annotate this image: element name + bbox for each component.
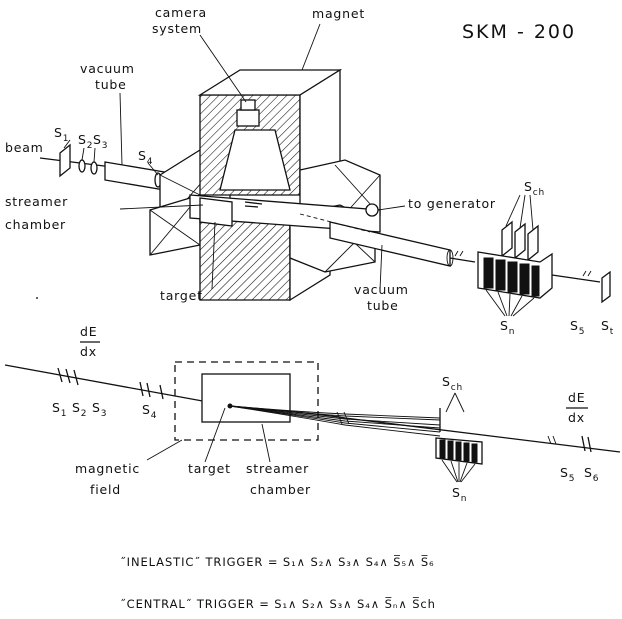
label-top-target: target — [160, 288, 203, 303]
counter-s2-disc — [78, 159, 86, 173]
cherenkov-plate-2 — [514, 222, 526, 260]
counter-s3-disc — [90, 161, 98, 175]
label-top-sch: Sch — [524, 179, 545, 198]
label-beam: beam — [5, 140, 44, 155]
label-top-st: St — [601, 318, 614, 337]
schematic-neutron-stack — [435, 437, 483, 465]
label-top-s4: S4 — [138, 148, 153, 167]
label-top-s2: S2 — [78, 132, 93, 151]
particle-tracks — [229, 405, 621, 453]
label-dedx-left-num: dE — [80, 324, 97, 339]
label-dedx-right-num: dE — [568, 390, 585, 405]
generator-connector — [365, 203, 379, 217]
label-bottom-s1: S1 — [52, 400, 67, 419]
label-bottom-sn: Sn — [452, 485, 467, 504]
label-bottom-s4: S4 — [142, 402, 157, 421]
diagram-title: SKM - 200 — [462, 21, 576, 43]
label-camera-line1: camera — [155, 5, 207, 20]
label-vacuum-top-line1: vacuum — [80, 61, 135, 76]
label-bottom-streamer-line2: chamber — [250, 482, 311, 497]
schematic-drawing — [4, 341, 621, 483]
label-streamer-line2: chamber — [5, 217, 66, 232]
camera-head — [240, 99, 256, 111]
label-top-s1: S1 — [54, 125, 69, 144]
label-bottom-s2: S2 — [72, 400, 87, 419]
label-camera-line2: system — [152, 21, 202, 36]
cherenkov-plate-1 — [501, 220, 513, 258]
counter-s1-plate — [59, 143, 71, 178]
cherenkov-plate-3 — [527, 224, 539, 262]
target-holder — [199, 197, 233, 227]
label-dedx-right-den: dx — [568, 410, 585, 425]
label-bottom-s5: S5 — [560, 465, 575, 484]
label-bottom-target: target — [188, 461, 231, 476]
label-bottom-s3: S3 — [92, 400, 107, 419]
camera-box — [236, 109, 260, 127]
label-bottom-streamer-line1: streamer — [246, 461, 309, 476]
schematic-streamer-chamber — [201, 373, 291, 423]
label-bottom-sch: Sch — [442, 374, 463, 393]
label-magnet: magnet — [312, 6, 365, 21]
label-dedx-left-den: dx — [80, 344, 97, 359]
label-vacuum-bottom-line1: vacuum — [354, 282, 409, 297]
label-streamer-line1: streamer — [5, 194, 68, 209]
label-top-s5: S5 — [570, 318, 585, 337]
label-vacuum-bottom-line2: tube — [367, 298, 399, 313]
label-magnetic-line2: field — [90, 482, 121, 497]
camera-window — [219, 129, 291, 191]
label-bottom-s6: S6 — [584, 465, 599, 484]
counter-st-plate — [601, 270, 611, 304]
label-top-sn: Sn — [500, 318, 515, 337]
schematic-beam-line — [4, 364, 231, 407]
magnetic-field-box — [174, 361, 319, 441]
label-vacuum-top-line2: tube — [95, 77, 127, 92]
neutron-counter-stack — [477, 251, 553, 299]
label-generator: to generator — [408, 196, 496, 211]
label-magnetic-line1: magnetic — [75, 461, 140, 476]
label-top-s3: S3 — [93, 132, 108, 151]
trigger-central: ˝CENTRAL˝ TRIGGER = S₁∧ S₂∧ S₃∧ S₄∧ S̅ₙ∧… — [120, 596, 436, 611]
trigger-inelastic: ˝INELASTIC˝ TRIGGER = S₁∧ S₂∧ S₃∧ S₄∧ S̅… — [120, 554, 435, 569]
apparatus-drawing — [36, 23, 611, 317]
